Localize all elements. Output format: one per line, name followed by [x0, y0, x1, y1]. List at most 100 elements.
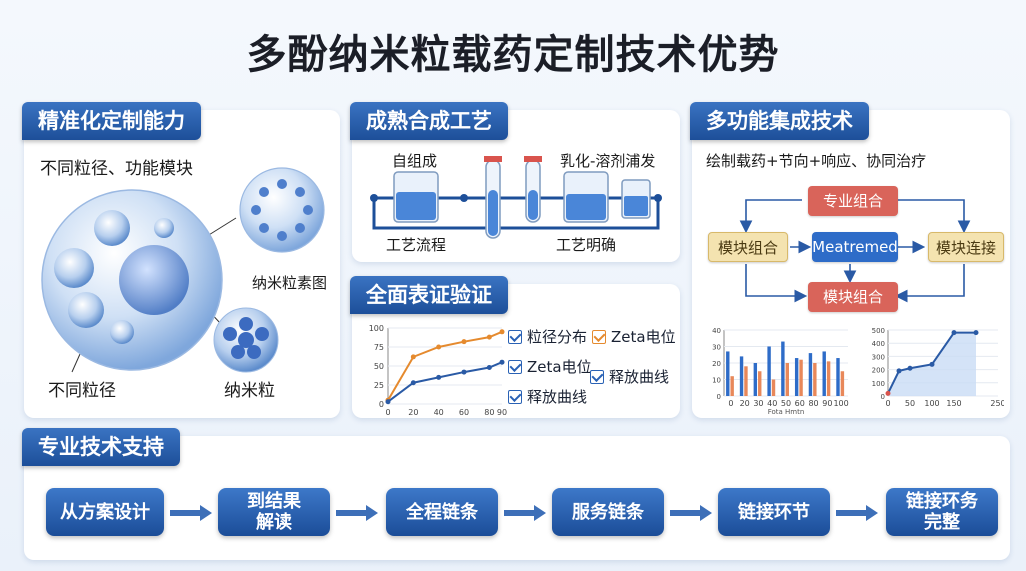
synthesis-card: 成熟合成工艺 自组成 乳化-溶剂浦发 工艺流程 工艺明确 — [350, 102, 680, 262]
x-tick-label: 0 — [885, 399, 890, 408]
data-point — [461, 369, 467, 375]
y-tick-label: 0 — [717, 393, 721, 401]
bar — [744, 366, 748, 396]
module-flow-arrows — [739, 199, 971, 303]
x-tick-label: 20 — [408, 408, 418, 417]
data-point — [973, 330, 979, 336]
y-tick-label: 75 — [374, 343, 384, 352]
data-point — [486, 365, 492, 371]
x-tick-label: 80 — [484, 408, 494, 417]
process-diagram — [370, 156, 662, 239]
precision-heading: 精准化定制能力 — [22, 102, 201, 140]
series-line — [887, 331, 976, 394]
x-tick-label: 60 — [459, 408, 469, 417]
bar — [767, 346, 771, 396]
legend-size-distribution: 粒径分布 — [508, 326, 587, 347]
x-tick-label: 100 — [924, 399, 939, 408]
bar — [753, 363, 758, 396]
nanoparticle-illustration — [41, 167, 325, 373]
y-tick-label: 200 — [872, 367, 885, 375]
data-point — [461, 339, 467, 345]
y-tick-label: 100 — [872, 380, 885, 388]
y-tick-label: 40 — [712, 327, 721, 335]
box-module-left: 模块组合 — [708, 232, 788, 262]
step-link-complete: 链接环务完整 — [886, 488, 998, 536]
sizes-label: 不同粒径 — [48, 381, 116, 401]
data-point — [486, 334, 492, 340]
clear-label: 工艺明确 — [556, 236, 617, 254]
support-heading: 专业技术支持 — [22, 428, 180, 466]
y-tick-label: 10 — [712, 377, 721, 385]
bar — [794, 358, 799, 396]
data-point — [410, 354, 416, 360]
y-tick-label: 25 — [374, 381, 384, 390]
bar — [739, 356, 744, 396]
data-point — [499, 359, 505, 365]
bar — [726, 351, 730, 396]
data-point — [929, 361, 935, 367]
box-professional: 专业组合 — [808, 186, 898, 216]
data-point — [410, 380, 416, 386]
nano-label: 纳米粒 — [224, 381, 275, 401]
checkbox-icon — [508, 389, 522, 404]
data-point — [907, 365, 913, 371]
multi-heading: 多功能集成技术 — [690, 102, 869, 140]
x-tick-label: 80 — [808, 399, 818, 408]
step-service-chain: 服务链条 — [552, 488, 664, 536]
bar — [799, 359, 803, 396]
box-center: Meatremed — [812, 232, 898, 262]
data-point — [436, 374, 442, 380]
bar — [826, 361, 831, 396]
checkbox-icon — [508, 359, 522, 374]
x-tick-label: 0 — [385, 408, 390, 417]
arrow-right-icon — [670, 505, 712, 521]
y-tick-label: 50 — [374, 362, 384, 371]
y-tick-label: 400 — [872, 340, 885, 348]
checkbox-icon — [590, 369, 604, 384]
step-plan-design: 从方案设计 — [46, 488, 164, 536]
x-tick-label: 60 — [795, 399, 805, 408]
emulsify-label: 乳化-溶剂浦发 — [560, 152, 656, 170]
x-tick-label: 0 — [728, 399, 733, 408]
x-tick-label: 150 — [946, 399, 961, 408]
page-title: 多酚纳米粒载药定制技术优势 — [246, 32, 780, 78]
legend-release-a: 释放曲线 — [590, 366, 669, 387]
modules-label: 不同粒径、功能模块 — [40, 159, 193, 179]
data-point — [885, 390, 891, 396]
arrow-right-icon — [836, 505, 878, 521]
x-tick-label: 50 — [781, 399, 791, 408]
y-tick-label: 0 — [881, 393, 885, 401]
arrow-right-icon — [504, 505, 546, 521]
x-tick-label: 50 — [905, 399, 915, 408]
x-tick-label: 250 — [990, 399, 1004, 408]
flow-label: 工艺流程 — [386, 236, 447, 254]
multi-card: 多功能集成技术 绘制载药+节向+响应、协同治疗 专业组合 模块组合 Meatre… — [690, 102, 1010, 418]
arrow-right-icon — [336, 505, 378, 521]
x-tick-label: 100 — [833, 399, 848, 408]
bar — [836, 358, 840, 396]
legend-release-b: 释放曲线 — [508, 386, 587, 407]
step-full-chain: 全程链条 — [386, 488, 498, 536]
data-point — [499, 329, 505, 335]
bar — [758, 371, 762, 396]
characterization-heading: 全面表证验证 — [350, 276, 508, 314]
x-tick-label: 90 — [822, 399, 832, 408]
precision-card: 精准化定制能力 不同粒径、功能模块 — [22, 102, 340, 418]
bar — [785, 363, 789, 396]
x-tick-label: 40 — [434, 408, 444, 417]
self-assembly-label: 自组成 — [392, 152, 438, 170]
data-point — [951, 330, 957, 336]
x-tick-label: 30 — [753, 399, 763, 408]
legend-zeta: Zeta电位 — [508, 356, 592, 377]
step-link-section: 链接环节 — [718, 488, 830, 536]
data-point — [385, 399, 391, 405]
y-tick-label: 100 — [369, 324, 384, 333]
arrow-right-icon — [170, 505, 212, 521]
y-tick-label: 500 — [872, 327, 885, 335]
x-tick-label: 90 — [497, 408, 507, 417]
bar — [730, 376, 734, 396]
